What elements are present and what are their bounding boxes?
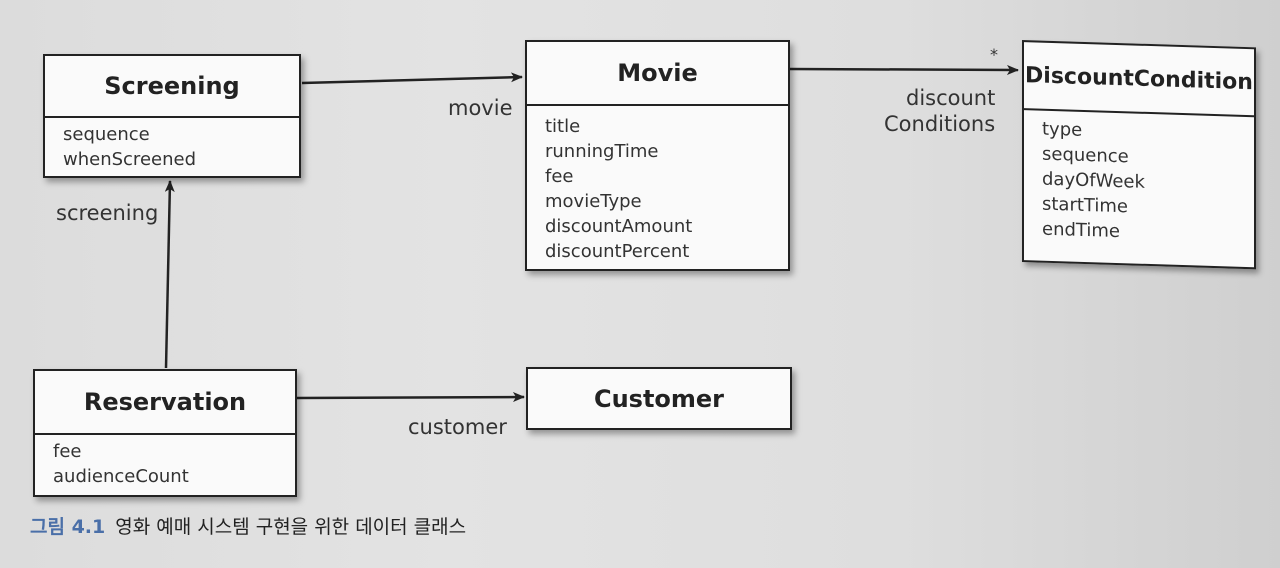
reservation-attributes: fee audienceCount [35, 435, 295, 489]
attribute: title [545, 116, 581, 137]
customer-class: Customer [526, 367, 792, 430]
attribute: discountAmount [545, 216, 693, 237]
attribute: audienceCount [53, 466, 189, 487]
discount-conditions-label-line2: Conditions [884, 112, 996, 136]
movie-to-discountcondition-arrow [789, 64, 1019, 75]
customer-class-name: Customer [593, 384, 725, 413]
movie-class-name: Movie [527, 42, 788, 106]
attribute: discountPercent [545, 241, 690, 262]
reservation-to-customer-arrow [296, 392, 525, 403]
figure-number: 그림 4.1 [30, 516, 106, 538]
reservation-class-name: Reservation [35, 371, 295, 435]
attribute: whenScreened [63, 149, 196, 170]
attribute: sequence [63, 124, 150, 145]
attribute: endTime [1042, 218, 1120, 243]
reservation-to-screening-arrow [164, 180, 175, 369]
figure-caption-text: 영화 예매 시스템 구현을 위한 데이터 클래스 [115, 516, 467, 538]
figure-caption: 그림 4.1 영화 예매 시스템 구현을 위한 데이터 클래스 [30, 512, 466, 539]
attribute: runningTime [545, 141, 659, 162]
discountcondition-class: DiscountCondition type sequence dayOfWee… [1022, 40, 1256, 270]
attribute: fee [545, 166, 574, 187]
discountcondition-class-name: DiscountCondition [1024, 42, 1254, 118]
movie-class: Movie title runningTime fee movieType di… [525, 40, 790, 271]
screening-to-movie-arrow [301, 72, 523, 85]
multiplicity-label: * [990, 45, 998, 64]
reservation-class: Reservation fee audienceCount [33, 369, 297, 497]
screening-association-label: screening [56, 201, 159, 225]
discountcondition-attributes: type sequence dayOfWeek startTime endTim… [1024, 110, 1254, 248]
movie-attributes: title runningTime fee movieType discount… [527, 106, 788, 264]
attribute: movieType [545, 191, 642, 212]
customer-association-label: customer [408, 415, 507, 439]
screening-class-name: Screening [45, 56, 299, 118]
movie-association-label: movie [448, 96, 513, 120]
screening-attributes: sequence whenScreened [45, 118, 299, 172]
attribute: fee [53, 441, 82, 462]
screening-class: Screening sequence whenScreened [43, 54, 301, 178]
discount-conditions-label-line1: discount [906, 86, 996, 110]
